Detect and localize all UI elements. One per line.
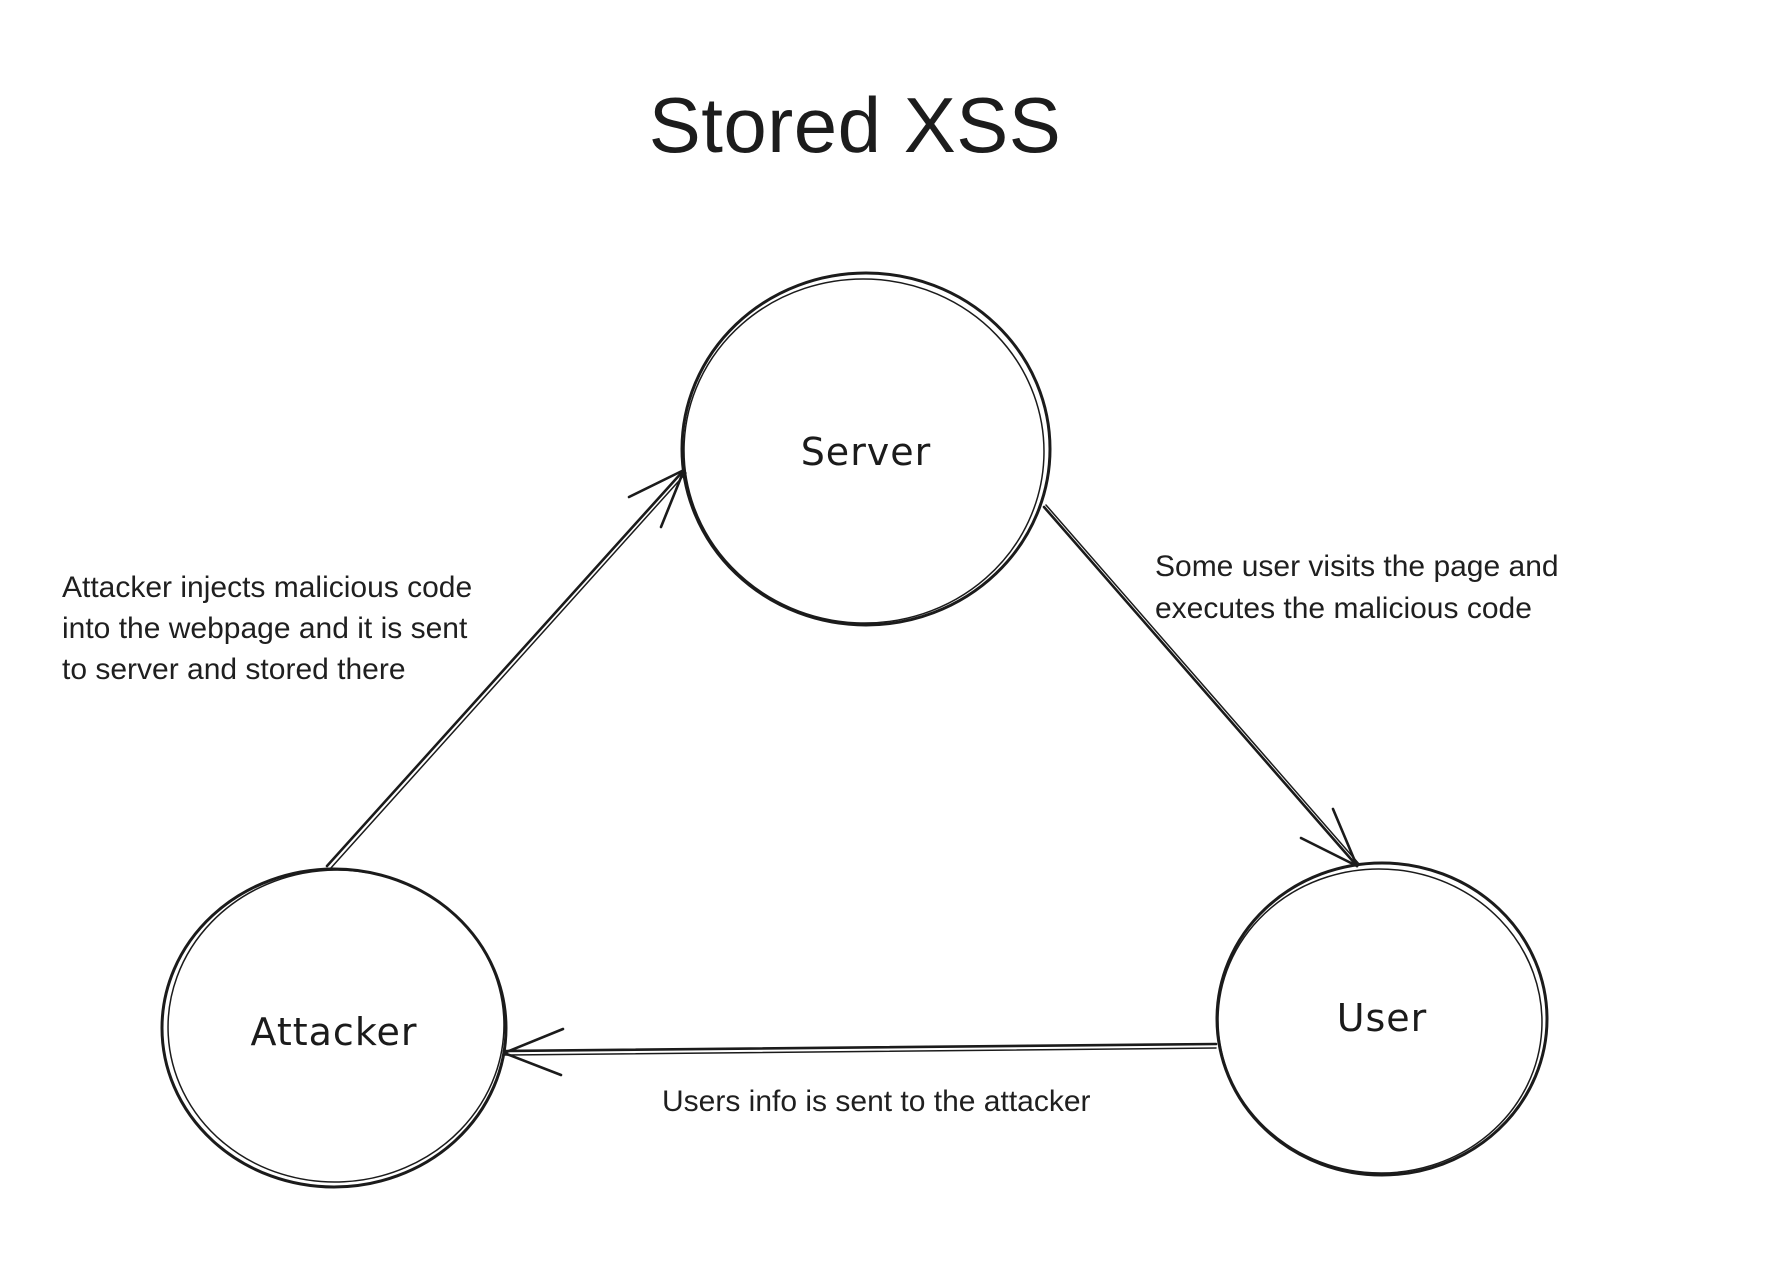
attacker-node-circle — [160, 867, 508, 1189]
server-node-label: Server — [800, 430, 932, 474]
attacker-to-server-arrow — [325, 468, 687, 870]
user-node-circle — [1215, 861, 1549, 1177]
note-line: into the webpage and it is sent — [62, 612, 468, 645]
attacker-node-label: Attacker — [250, 1010, 418, 1054]
note-line: Attacker injects malicious code — [62, 571, 473, 604]
user-node-label: User — [1336, 996, 1428, 1040]
server-to-user-arrow — [1042, 504, 1360, 868]
note-line: executes the malicious code — [1155, 592, 1532, 625]
note-line: Users info is sent to the attacker — [662, 1085, 1091, 1118]
note-line: to server and stored there — [62, 653, 406, 686]
server-to-user-note: Some user visits the page and executes t… — [1155, 546, 1559, 630]
server-node-circle — [680, 271, 1052, 627]
user-to-attacker-note: Users info is sent to the attacker — [662, 1081, 1091, 1122]
attacker-to-server-note: Attacker injects malicious code into the… — [62, 567, 472, 690]
note-line: Some user visits the page and — [1155, 550, 1559, 583]
user-to-attacker-arrow — [502, 1027, 1218, 1077]
diagram-title: Stored XSS — [648, 81, 1062, 169]
